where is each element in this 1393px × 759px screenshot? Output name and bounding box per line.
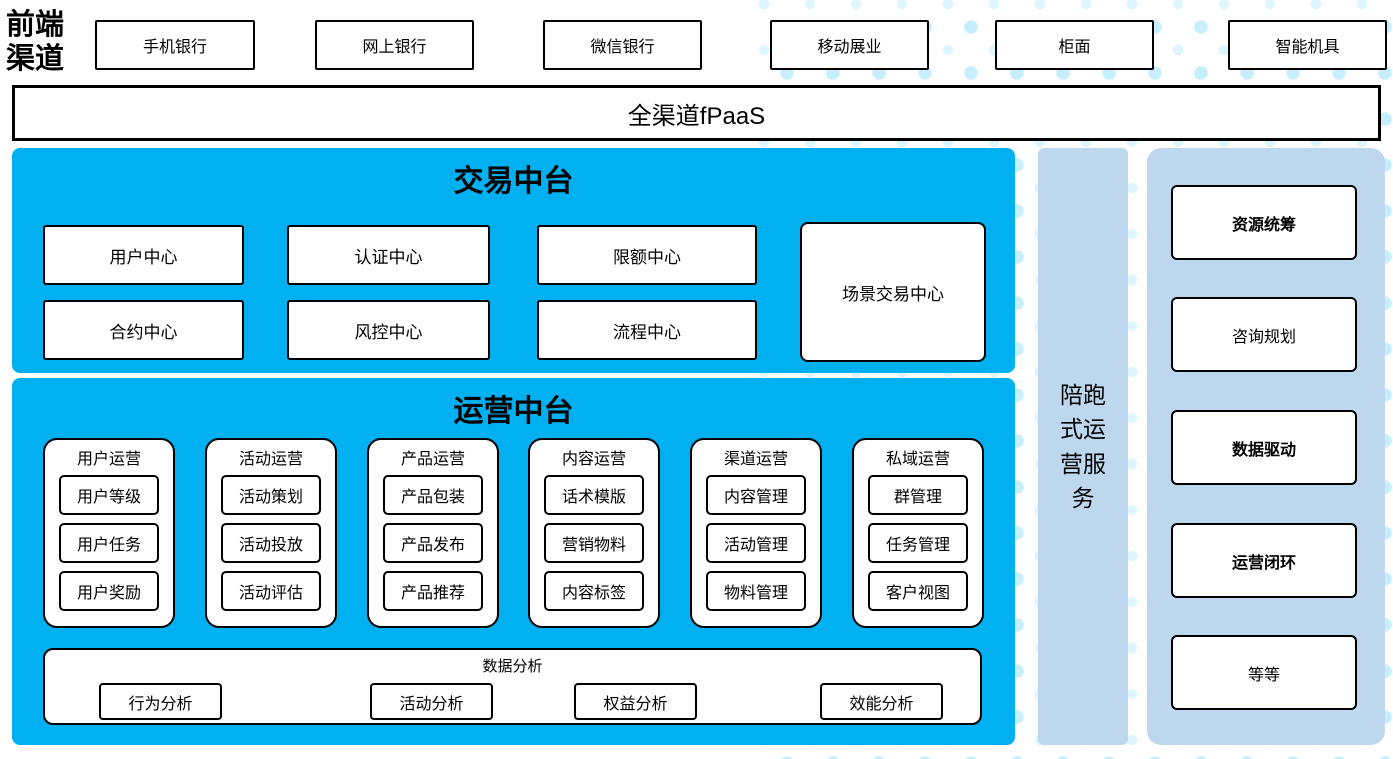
group-item: 活动评估	[221, 571, 321, 611]
channel-box-smart-devices: 智能机具	[1228, 20, 1387, 70]
group-user-operations: 用户运营 用户等级 用户任务 用户奖励	[43, 438, 175, 628]
group-title: 用户运营	[76, 451, 141, 468]
group-item: 内容管理	[706, 475, 806, 515]
group-item: 任务管理	[868, 523, 968, 563]
group-item: 活动策划	[221, 475, 321, 515]
channel-box-counter: 柜面	[995, 20, 1154, 70]
center-box-scene-trading: 场景交易中心	[800, 222, 986, 362]
group-title: 私域运营	[885, 451, 950, 468]
channel-box-mobile-banking: 手机银行	[95, 20, 255, 70]
group-item: 活动管理	[706, 523, 806, 563]
group-title: 渠道运营	[723, 451, 788, 468]
channel-box-online-banking: 网上银行	[315, 20, 474, 70]
data-analysis-title: 数据分析	[482, 658, 543, 675]
service-box-etc: 等等	[1171, 635, 1357, 710]
group-item: 产品发布	[383, 523, 483, 563]
group-item: 用户等级	[59, 475, 159, 515]
analysis-box-activity: 活动分析	[370, 683, 493, 720]
center-box-limit: 限额中心	[537, 225, 757, 285]
group-item: 群管理	[868, 475, 968, 515]
operations-platform-section: 运营中台 用户运营 用户等级 用户任务 用户奖励 活动运营 活动策划 活动投放 …	[12, 378, 1015, 745]
group-activity-operations: 活动运营 活动策划 活动投放 活动评估	[205, 438, 337, 628]
group-item: 内容标签	[544, 571, 644, 611]
companion-service-bar: 陪跑式运营服务	[1038, 148, 1128, 745]
group-item: 物料管理	[706, 571, 806, 611]
center-box-auth: 认证中心	[287, 225, 490, 285]
group-title: 内容运营	[561, 451, 626, 468]
service-box-data-driven: 数据驱动	[1171, 410, 1357, 485]
service-box-resource-coordination: 资源统筹	[1171, 185, 1357, 260]
front-channels-label: 前端渠道	[6, 9, 65, 76]
group-item: 产品推荐	[383, 571, 483, 611]
group-title: 产品运营	[400, 451, 465, 468]
analysis-box-rights: 权益分析	[574, 683, 697, 720]
channel-box-mobile-sales: 移动展业	[770, 20, 929, 70]
data-analysis-strip: 数据分析 行为分析 活动分析 权益分析 效能分析	[43, 648, 982, 725]
group-product-operations: 产品运营 产品包装 产品发布 产品推荐	[367, 438, 499, 628]
group-item: 活动投放	[221, 523, 321, 563]
service-panel: 资源统筹 咨询规划 数据驱动 运营闭环 等等	[1147, 148, 1385, 745]
group-item: 客户视图	[868, 571, 968, 611]
companion-service-label: 陪跑式运营服务	[1060, 381, 1106, 512]
group-channel-operations: 渠道运营 内容管理 活动管理 物料管理	[690, 438, 822, 628]
group-item: 营销物料	[544, 523, 644, 563]
center-box-risk: 风控中心	[287, 300, 490, 360]
operations-platform-title: 运营中台	[453, 395, 574, 428]
trading-platform-section: 交易中台 用户中心 认证中心 限额中心 合约中心 风控中心 流程中心 场景交易中…	[12, 148, 1015, 373]
trading-platform-title: 交易中台	[453, 165, 574, 198]
channel-box-wechat-banking: 微信银行	[543, 20, 702, 70]
fpaas-bar: 全渠道fPaaS	[12, 85, 1381, 141]
group-item: 用户任务	[59, 523, 159, 563]
analysis-box-efficiency: 效能分析	[820, 683, 943, 720]
service-box-consulting-planning: 咨询规划	[1171, 297, 1357, 372]
group-item: 产品包装	[383, 475, 483, 515]
group-private-domain-operations: 私域运营 群管理 任务管理 客户视图	[852, 438, 984, 628]
group-content-operations: 内容运营 话术模版 营销物料 内容标签	[528, 438, 660, 628]
center-box-user: 用户中心	[43, 225, 244, 285]
center-box-contract: 合约中心	[43, 300, 244, 360]
analysis-box-behavior: 行为分析	[99, 683, 222, 720]
group-item: 话术模版	[544, 475, 644, 515]
group-title: 活动运营	[238, 451, 303, 468]
service-box-operations-loop: 运营闭环	[1171, 523, 1357, 598]
center-box-process: 流程中心	[537, 300, 757, 360]
group-item: 用户奖励	[59, 571, 159, 611]
